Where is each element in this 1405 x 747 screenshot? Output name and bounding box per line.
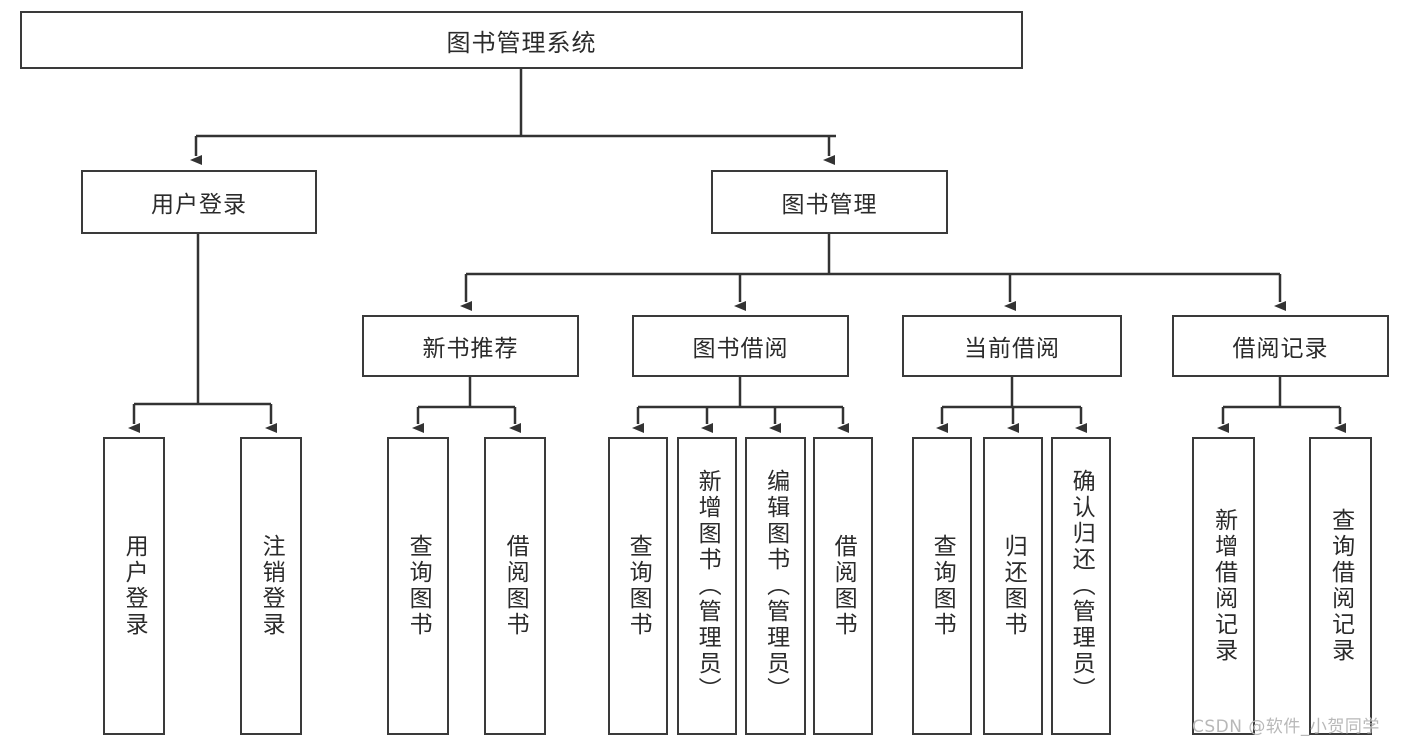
- level3-node-borrow-records[interactable]: 借阅记录: [1172, 315, 1389, 377]
- level3-node-new-book-recommend[interactable]: 新书推荐: [362, 315, 579, 377]
- leaf-node-add-book-admin[interactable]: 新增图书（管理员）: [677, 437, 737, 735]
- leaf-node-return-book[interactable]: 归还图书: [983, 437, 1043, 735]
- level2-node-book-management[interactable]: 图书管理: [711, 170, 948, 234]
- leaf-node-edit-book-admin[interactable]: 编辑图书（管理员）: [745, 437, 806, 735]
- leaf-node-query-book-borrow[interactable]: 查询图书: [608, 437, 668, 735]
- leaf-node-add-borrow-record[interactable]: 新增借阅记录: [1192, 437, 1255, 735]
- leaf-node-borrow-book[interactable]: 借阅图书: [813, 437, 873, 735]
- leaf-node-query-book-recommend[interactable]: 查询图书: [387, 437, 449, 735]
- leaf-node-confirm-return-admin[interactable]: 确认归还（管理员）: [1051, 437, 1111, 735]
- leaf-node-query-book-current[interactable]: 查询图书: [912, 437, 972, 735]
- leaf-node-query-borrow-record[interactable]: 查询借阅记录: [1309, 437, 1372, 735]
- level3-node-book-borrow[interactable]: 图书借阅: [632, 315, 849, 377]
- root-node-book-management-system[interactable]: 图书管理系统: [20, 11, 1023, 69]
- leaf-node-user-login[interactable]: 用户登录: [103, 437, 165, 735]
- level3-node-current-borrow[interactable]: 当前借阅: [902, 315, 1122, 377]
- csdn-watermark: CSDN @软件_小贺同学: [1192, 717, 1380, 737]
- leaf-node-logout[interactable]: 注销登录: [240, 437, 302, 735]
- leaf-node-borrow-book-recommend[interactable]: 借阅图书: [484, 437, 546, 735]
- level2-node-user-login[interactable]: 用户登录: [81, 170, 317, 234]
